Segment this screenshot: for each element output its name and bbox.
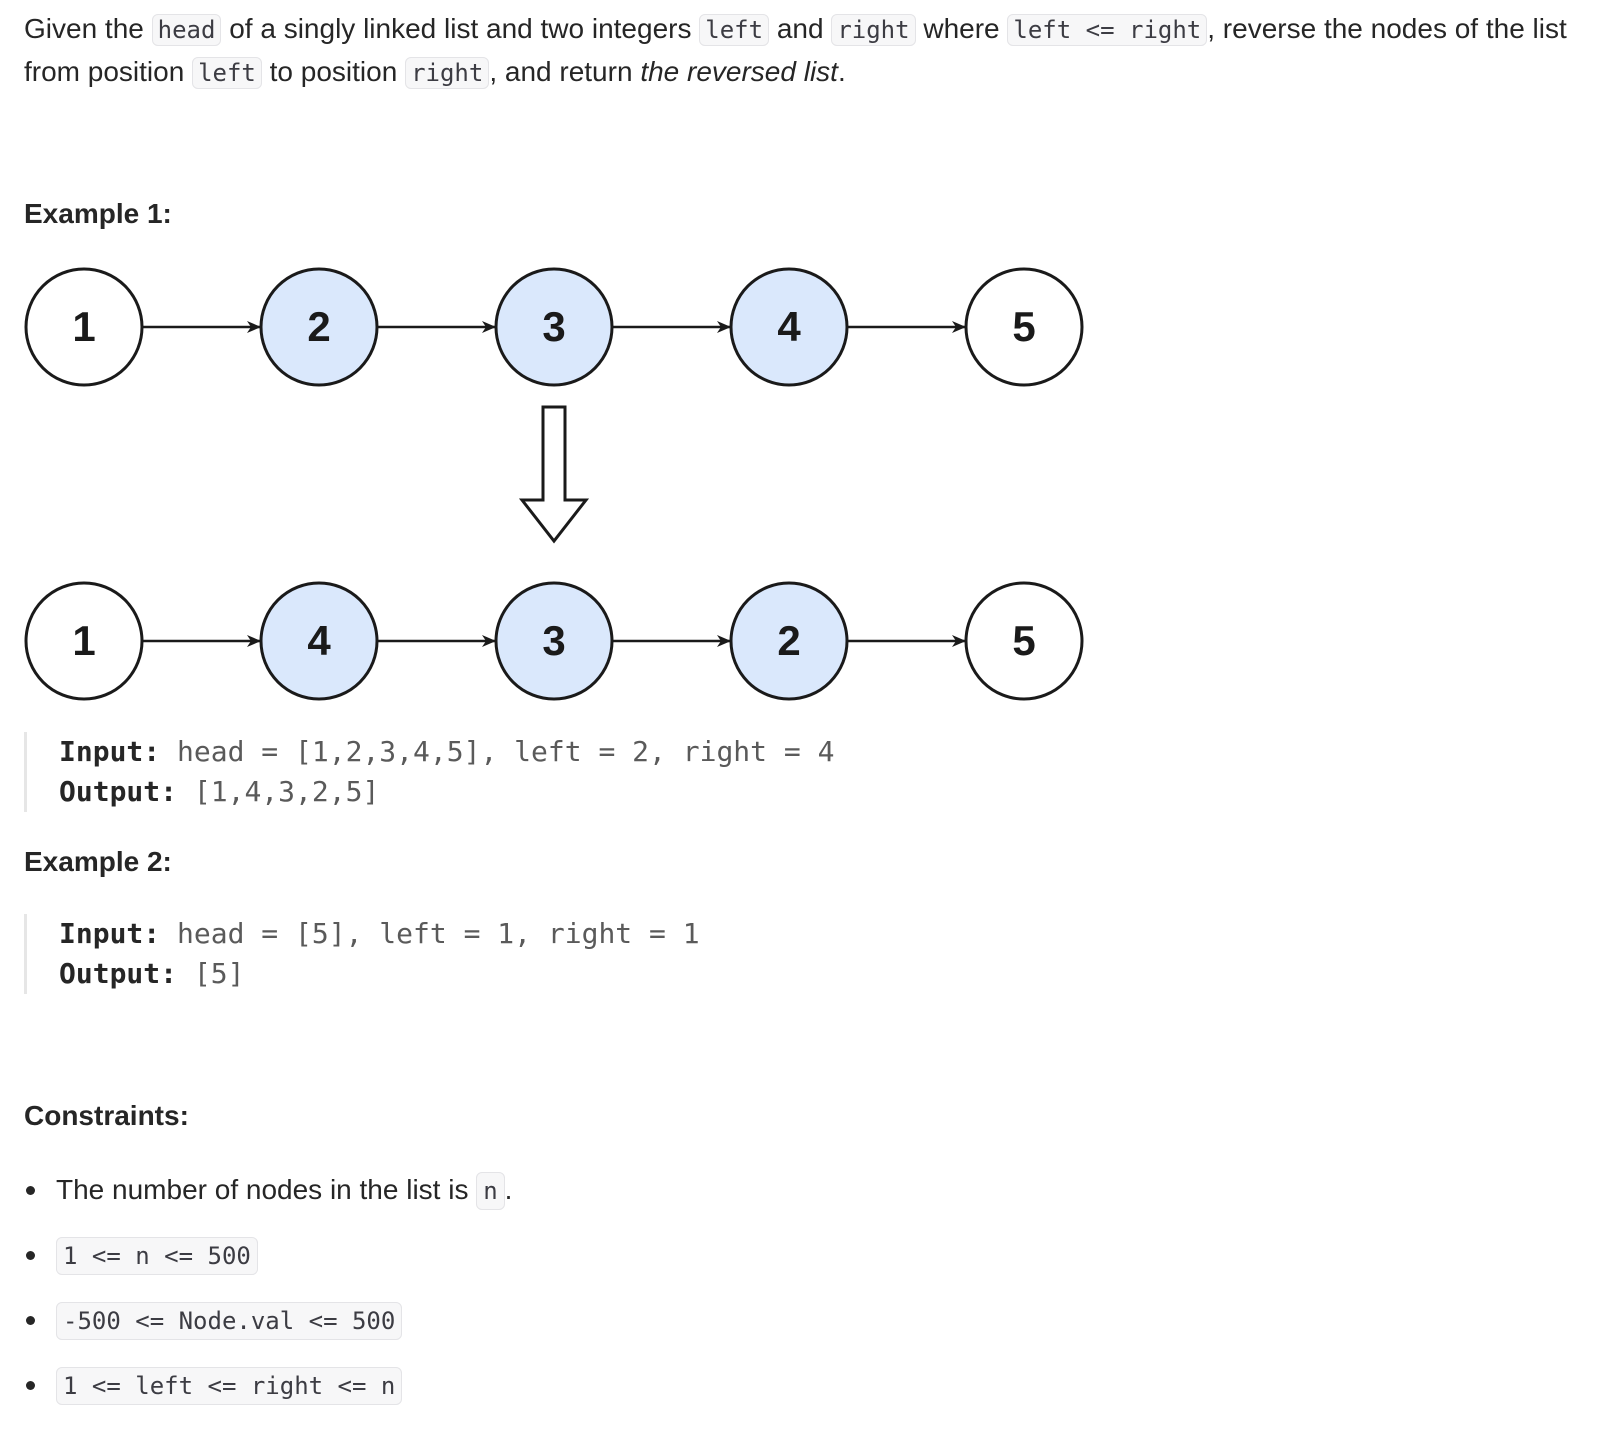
desc-emphasis: the reversed list — [640, 56, 838, 87]
input-label: Input: — [59, 917, 161, 950]
list-before: 1 2 3 4 5 — [24, 267, 1084, 387]
after-node-label: 4 — [307, 617, 331, 664]
after-node-label: 1 — [72, 617, 95, 664]
code-left: left — [699, 14, 770, 46]
output-label: Output: — [59, 775, 178, 808]
code-left: left — [192, 57, 262, 89]
constraint-code: 1 <= n <= 500 — [56, 1237, 258, 1275]
desc-text: , and return — [489, 56, 641, 87]
desc-text: to position — [261, 56, 406, 87]
before-node-label: 4 — [777, 303, 801, 350]
after-node-label: 3 — [542, 617, 565, 664]
before-node-label: 2 — [307, 303, 330, 350]
code-left-le-right: left <= right — [1007, 14, 1208, 46]
constraint-code: n — [476, 1172, 505, 1210]
example-2-block: Input: head = [5], left = 1, right = 1 O… — [24, 914, 700, 994]
input-label: Input: — [59, 735, 161, 768]
constraint-item: The number of nodes in the list is n. — [24, 1165, 512, 1230]
constraints-list: The number of nodes in the list is n. 1 … — [24, 1165, 512, 1425]
before-node-label: 5 — [1012, 303, 1035, 350]
after-node-5 — [964, 581, 1084, 701]
example-2-heading: Example 2: — [24, 846, 172, 877]
constraint-item: 1 <= left <= right <= n — [24, 1360, 512, 1425]
example-1-heading: Example 1: — [24, 198, 172, 229]
down-arrow-icon — [518, 405, 590, 544]
constraint-suffix: . — [504, 1174, 513, 1205]
example-1-block: Input: head = [1,2,3,4,5], left = 2, rig… — [24, 732, 834, 812]
constraint-item: -500 <= Node.val <= 500 — [24, 1295, 512, 1360]
desc-text: where — [915, 13, 1008, 44]
desc-text: of a singly linked list and two integers — [221, 13, 700, 44]
before-node-5 — [964, 267, 1084, 387]
desc-text: Given the — [24, 13, 152, 44]
code-right: right — [831, 14, 916, 46]
constraint-code: 1 <= left <= right <= n — [56, 1367, 403, 1405]
after-node-label: 5 — [1012, 617, 1035, 664]
constraint-item: 1 <= n <= 500 — [24, 1230, 512, 1295]
constraints-heading: Constraints: — [24, 1100, 189, 1131]
input-value: head = [5], left = 1, right = 1 — [160, 917, 700, 950]
before-node-label: 3 — [542, 303, 565, 350]
before-node-label: 1 — [72, 303, 95, 350]
code-right: right — [405, 57, 490, 89]
list-after: 1 4 3 2 5 — [24, 581, 1084, 701]
constraint-text: The number of nodes in the list is — [56, 1174, 477, 1205]
desc-text: , reverse the nodes of the list from pos… — [24, 13, 1567, 87]
code-head: head — [151, 14, 222, 46]
output-value: [1,4,3,2,5] — [177, 775, 380, 808]
linked-list-diagram: 1 2 3 4 5 1 4 3 2 5 — [24, 267, 1084, 701]
output-label: Output: — [59, 957, 178, 990]
desc-text: . — [837, 56, 846, 87]
constraint-code: -500 <= Node.val <= 500 — [56, 1302, 403, 1340]
input-value: head = [1,2,3,4,5], left = 2, right = 4 — [160, 735, 835, 768]
after-node-label: 2 — [777, 617, 800, 664]
desc-text: and — [769, 13, 832, 44]
output-value: [5] — [177, 957, 245, 990]
problem-description: Given the head of a singly linked list a… — [24, 8, 1584, 94]
